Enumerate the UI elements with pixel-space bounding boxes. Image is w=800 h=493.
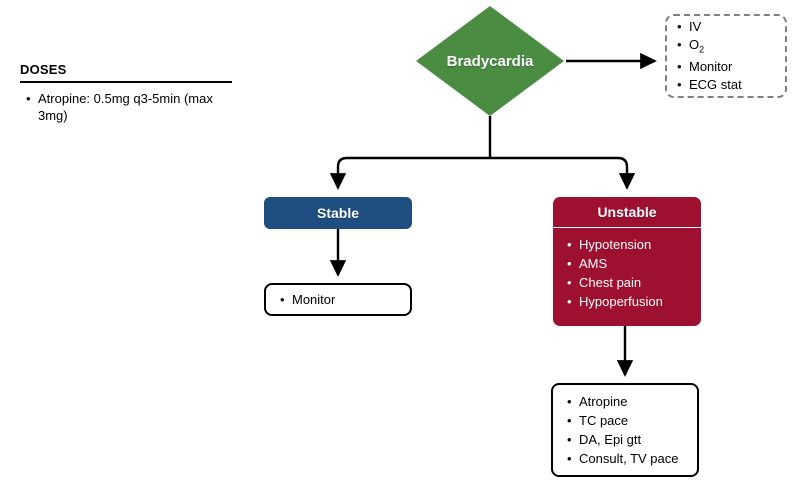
doses-legend: DOSES Atropine: 0.5mg q3-5min (max 3mg) <box>20 62 235 124</box>
stable-actions-list: Monitor <box>266 290 410 309</box>
edge-root-to-stable <box>329 156 490 190</box>
edge-root-to-unstable <box>490 156 636 190</box>
unstable-criteria-item: AMS <box>567 254 701 273</box>
node-unstable-actions[interactable]: Atropine TC pace DA, Epi gtt Consult, TV… <box>551 383 699 477</box>
node-stable-actions[interactable]: Monitor <box>264 283 412 316</box>
unstable-criteria-item: Hypoperfusion <box>567 292 701 311</box>
node-initial-actions[interactable]: IV O2 Monitor ECG stat <box>665 14 787 98</box>
doses-list-item: Atropine: 0.5mg q3-5min (max 3mg) <box>26 90 235 124</box>
unstable-criteria-list: Hypotension AMS Chest pain Hypoperfusion <box>553 228 701 311</box>
unstable-actions-list: Atropine TC pace DA, Epi gtt Consult, TV… <box>553 392 697 468</box>
initial-actions-item: O2 <box>677 36 785 59</box>
node-bradycardia[interactable]: Bradycardia <box>416 6 564 116</box>
unstable-criteria-item: Chest pain <box>567 273 701 292</box>
node-stable-label: Stable <box>316 205 359 221</box>
node-bradycardia-label: Bradycardia <box>446 52 534 70</box>
initial-actions-item: Monitor <box>677 58 785 76</box>
doses-divider <box>20 81 232 83</box>
doses-title: DOSES <box>20 62 67 77</box>
unstable-actions-item: Atropine <box>567 392 697 411</box>
initial-actions-list: IV O2 Monitor ECG stat <box>667 18 785 95</box>
node-stable[interactable]: Stable <box>264 197 412 229</box>
unstable-actions-item: DA, Epi gtt <box>567 430 697 449</box>
initial-actions-item: IV <box>677 18 785 36</box>
doses-list: Atropine: 0.5mg q3-5min (max 3mg) <box>20 90 235 124</box>
initial-actions-item: ECG stat <box>677 76 785 94</box>
node-unstable-label: Unstable <box>553 197 701 228</box>
stable-actions-item: Monitor <box>280 290 410 309</box>
node-unstable[interactable]: Unstable Hypotension AMS Chest pain Hypo… <box>553 197 701 326</box>
unstable-actions-item: Consult, TV pace <box>567 449 697 468</box>
unstable-criteria-item: Hypotension <box>567 235 701 254</box>
unstable-actions-item: TC pace <box>567 411 697 430</box>
subscript-2: 2 <box>699 44 705 55</box>
